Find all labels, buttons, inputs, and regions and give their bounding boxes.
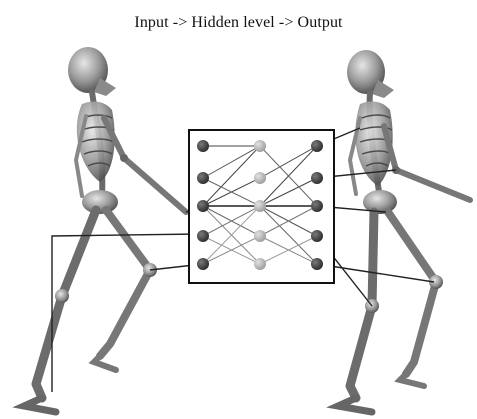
output-node <box>311 172 323 184</box>
output-node <box>311 230 323 242</box>
hidden-node <box>254 258 266 270</box>
right-front-leg <box>388 212 436 374</box>
hidden-node <box>254 172 266 184</box>
left-back-leg <box>36 210 96 398</box>
input-node <box>197 258 209 270</box>
hidden-node <box>254 140 266 152</box>
hidden-node <box>254 200 266 212</box>
output-node <box>311 200 323 212</box>
hidden-node <box>254 230 266 242</box>
output-node <box>311 258 323 270</box>
right-skeleton <box>338 50 470 412</box>
left-skeleton <box>24 47 186 412</box>
input-node <box>197 200 209 212</box>
input-node <box>197 230 209 242</box>
input-node <box>197 172 209 184</box>
right-arm <box>384 126 470 200</box>
output-node <box>311 140 323 152</box>
input-node <box>197 140 209 152</box>
neural-network <box>189 130 334 283</box>
left-front-leg <box>100 210 150 356</box>
